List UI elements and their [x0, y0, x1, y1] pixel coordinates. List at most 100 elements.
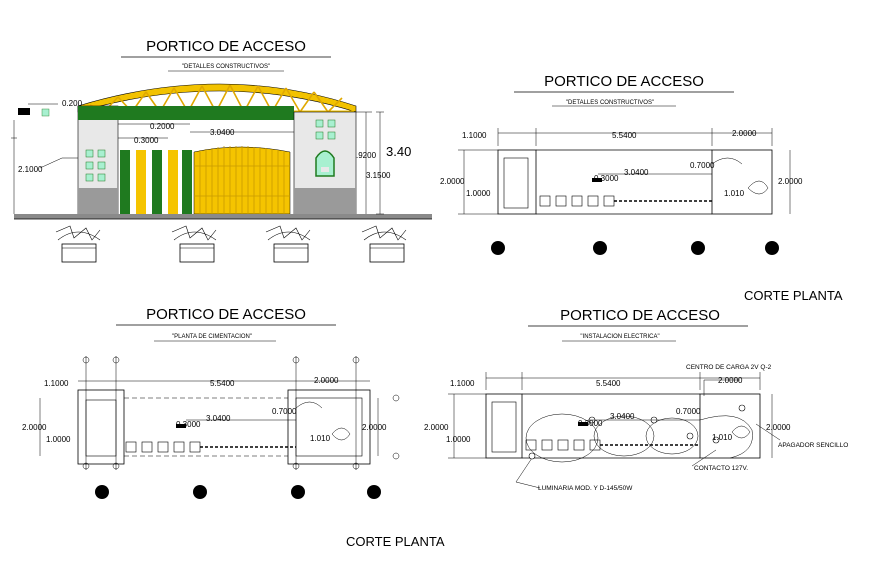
elevation-dim-3040: 3.0400	[210, 128, 235, 137]
plan-details-view: PORTICO DE ACCESO "DETALLES CONSTRUCTIVO…	[440, 73, 843, 303]
dim-3040: 3.0400	[624, 168, 649, 177]
planter-3	[265, 225, 311, 263]
note-luminaria: LUMINARIA MOD. Y D-145/50W	[538, 485, 633, 492]
left-room-inner	[503, 157, 529, 209]
tree-symbols-cim	[95, 485, 381, 499]
elec-left-room	[485, 393, 523, 459]
elevation-dim-0300: 0.3000	[134, 136, 159, 145]
fixture	[747, 180, 769, 195]
elec-dim-0300: 0.3000	[578, 419, 603, 428]
left-window-blocks	[85, 149, 106, 182]
elevation-subtitle: "DETALLES CONSTRUCTIVOS"	[182, 64, 270, 70]
dim-1010: 1.010	[724, 189, 745, 198]
note-centro-de-carga: CENTRO DE CARGA 2V Q-2	[686, 364, 772, 371]
dim-right-width: 2.0000	[732, 129, 757, 138]
circuit-runs	[515, 379, 781, 489]
plan-details-title: PORTICO DE ACCESO	[544, 73, 704, 90]
cim-blocks	[125, 441, 201, 453]
gate	[193, 146, 291, 215]
plan-electrica-view: PORTICO DE ACCESO "INSTALACION ELECTRICA…	[424, 307, 848, 492]
elec-dim-left-width: 1.1000	[450, 379, 475, 388]
note-apagador: APAGADOR SENCILLO	[778, 442, 848, 449]
elec-dim-left-height2: 1.0000	[446, 435, 471, 444]
dim-left-height2: 1.0000	[466, 189, 491, 198]
left-pillar-base	[78, 188, 118, 214]
right-room	[711, 149, 773, 215]
elevation-view: PORTICO DE ACCESO "DETALLES CONSTRUCTIVO…	[11, 38, 432, 263]
cim-dim-mid-width: 5.5400	[210, 379, 235, 388]
dim-0300: 0.3000	[594, 174, 619, 183]
cim-door-swing	[295, 401, 323, 409]
dim-right-height: 2.0000	[778, 177, 803, 186]
elec-right-room	[699, 393, 761, 459]
right-pillar-base	[294, 188, 356, 214]
green-column-3	[182, 150, 192, 214]
plan-cimentacion-view: PORTICO DE ACCESO "PLANTA DE CIMENTACION…	[22, 306, 400, 499]
cim-dim-left-height: 2.0000	[22, 423, 47, 432]
elec-left-inner	[491, 401, 517, 453]
cim-fixture	[331, 427, 351, 441]
yellow-column-1	[136, 150, 146, 214]
elec-dim-left-height: 2.0000	[424, 423, 449, 432]
corte-planta-label-1: CORTE PLANTA	[744, 288, 843, 303]
footing-blocks	[539, 195, 615, 207]
note-contacto: CONTACTO 127V.	[694, 465, 748, 472]
tree-symbols-top	[491, 241, 779, 255]
plan-electrica-subtitle: "INSTALACION ELECTRICA"	[580, 334, 659, 340]
light-fixtures	[528, 404, 746, 460]
elec-dim-3040: 3.0400	[610, 412, 635, 421]
dim-0700: 0.7000	[690, 161, 715, 170]
green-column-2	[152, 150, 162, 214]
elec-fixture	[731, 425, 751, 439]
cim-axis-markers	[82, 356, 400, 470]
arched-window-sill	[321, 167, 329, 172]
dim-left-height: 2.0000	[440, 177, 465, 186]
arched-window	[315, 150, 335, 177]
plan-electrica-title: PORTICO DE ACCESO	[560, 307, 720, 324]
cim-right-inner	[295, 397, 363, 457]
elec-marker	[578, 422, 588, 426]
elec-dim-mid-width: 5.5400	[596, 379, 621, 388]
cim-dim-3040: 3.0400	[206, 414, 231, 423]
elec-dim-0700: 0.7000	[676, 407, 701, 416]
right-window-blocks	[315, 119, 336, 140]
elevation-dim-0920: .9200	[356, 151, 377, 160]
cim-dim-right-width: 2.0000	[314, 376, 339, 385]
cim-dim-left-height2: 1.0000	[46, 435, 71, 444]
door-swing	[711, 157, 743, 165]
ground-strip	[14, 214, 432, 219]
left-room	[497, 149, 537, 215]
elec-dim-right-height: 2.0000	[766, 423, 791, 432]
cim-left-inner	[85, 399, 117, 457]
elevation-dim-0200: 0.200	[62, 99, 83, 108]
cim-left-footing	[77, 389, 125, 465]
cim-marker	[176, 424, 186, 428]
plan-cimentacion-title: PORTICO DE ACCESO	[146, 306, 306, 323]
green-column-1	[120, 150, 130, 214]
cim-dim-0300: 0.3000	[176, 420, 201, 429]
yellow-column-2	[168, 150, 178, 214]
cim-right-footing	[287, 389, 371, 465]
corte-planta-label-2: CORTE PLANTA	[346, 534, 445, 549]
lamp-symbol	[18, 108, 30, 115]
elec-dim-1010: 1.010	[712, 433, 733, 442]
elevation-dimensions: 0.200 2.1000 0.2000 0.3000 3.0400 .9200 …	[11, 99, 411, 215]
elevation-dim-3150: 3.1500	[366, 171, 391, 180]
planter-1	[55, 225, 101, 263]
plan-cimentacion-subtitle: "PLANTA DE CIMENTACION"	[172, 334, 252, 340]
plan-details-subtitle: "DETALLES CONSTRUCTIVOS"	[566, 100, 654, 106]
plan-cimentacion-dims: 1.1000 5.5400 2.0000 0.7000 3.0400 0.300…	[22, 376, 387, 456]
elevation-dim-2100: 2.1000	[18, 165, 43, 174]
dark-marker	[592, 178, 602, 182]
planter-4	[361, 225, 407, 263]
elevation-dim-0200b: 0.2000	[150, 122, 175, 131]
elevation-title: PORTICO DE ACCESO	[146, 38, 306, 55]
elec-dim-right-width: 2.0000	[718, 376, 743, 385]
cim-dim-0700: 0.7000	[272, 407, 297, 416]
cim-dim-1010: 1.010	[310, 434, 331, 443]
cim-dim-right-height: 2.0000	[362, 423, 387, 432]
elevation-height-total: 3.40	[386, 144, 411, 159]
plan-details-dims: 1.1000 5.5400 2.0000 0.7000 3.0400 0.300…	[440, 128, 803, 215]
planter-2	[171, 225, 217, 263]
